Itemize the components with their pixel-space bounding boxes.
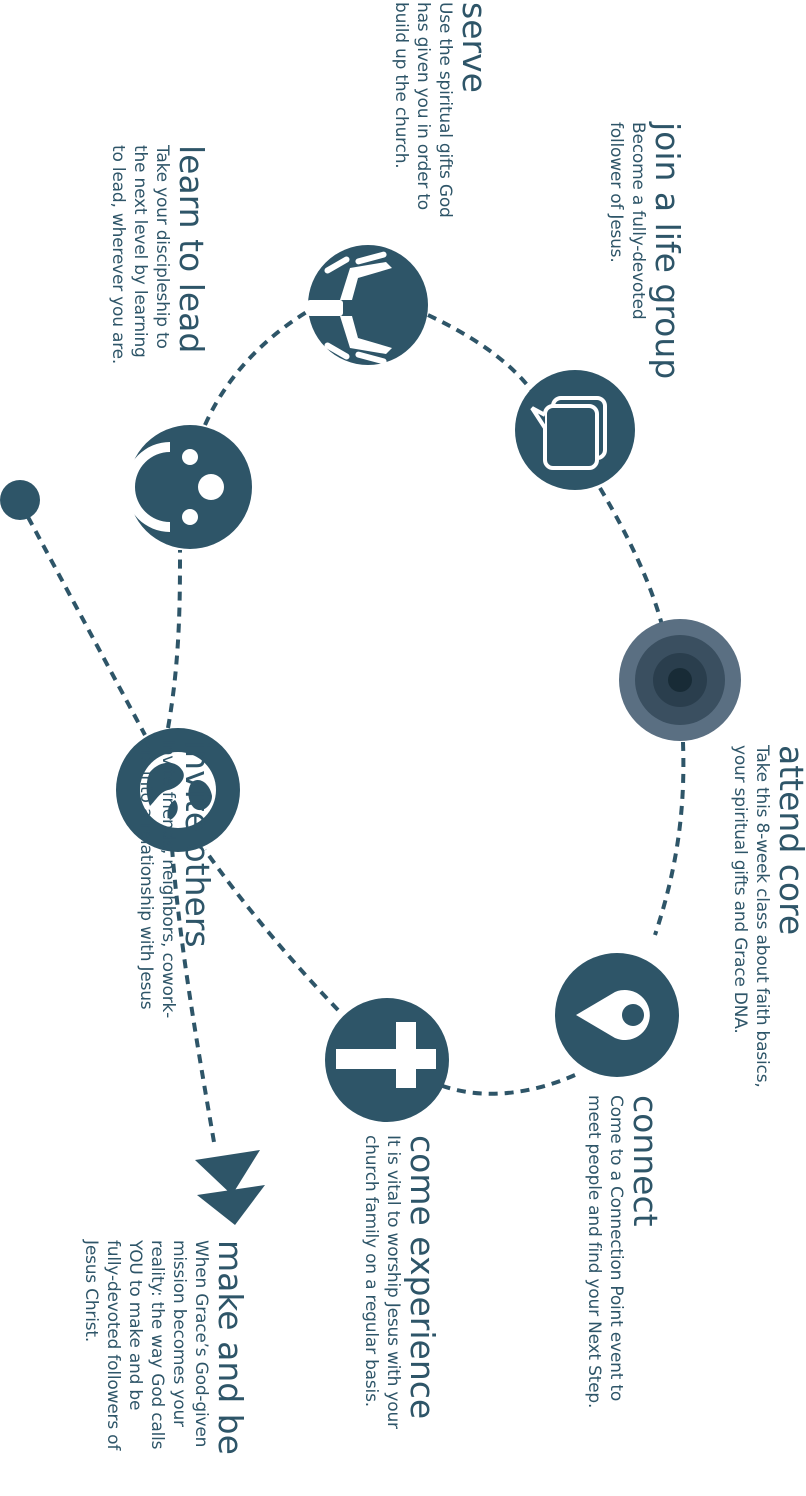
invite-others-title: invite others <box>178 740 217 948</box>
learn-to-lead-desc-line: Take your discipleship to <box>152 145 172 349</box>
make-and-be-desc-line: reality: the way God calls <box>147 1240 167 1450</box>
come-experience-label: come experience It is vital to worship J… <box>360 1135 442 1429</box>
serve-description: Use the spiritual gifts God has given yo… <box>390 2 456 218</box>
join-life-group-label: join a life group Become a fully-devoted… <box>605 122 687 380</box>
location-pin-icon <box>576 990 650 1040</box>
make-and-be-label: make and be When Grace’s God-given missi… <box>80 1240 250 1455</box>
make-and-be-desc-line: Jesus Christ. <box>81 1240 101 1343</box>
invite-others-desc-line: ers into a relationship with Jesus <box>136 740 156 1010</box>
start-dot <box>0 480 40 520</box>
target-icon <box>668 668 692 692</box>
cross-icon <box>336 1022 436 1088</box>
connector-learn-to-lead-to-serve <box>203 308 312 426</box>
group-icon <box>125 442 224 532</box>
learn-to-lead-label: learn to lead Take your discipleship to … <box>107 145 211 364</box>
join-life-group-description: Become a fully-devoted follower of Jesus… <box>605 122 649 379</box>
make-and-be-desc-line: When Grace’s God-given <box>191 1240 211 1448</box>
connector-come-experience-to-invite-others <box>203 848 340 1012</box>
connector-serve-to-join-life-group <box>427 313 537 397</box>
invite-others-label: invite others Invite friends, neighbors,… <box>135 740 217 1018</box>
join-life-group-desc-line: follower of Jesus. <box>606 122 626 263</box>
serve-desc-line: build up the church. <box>391 2 411 169</box>
make-and-be-desc-line: fully-devoted followers of <box>103 1240 123 1451</box>
connector-connect-to-come-experience <box>439 1073 576 1096</box>
attend-core-node <box>619 619 741 741</box>
attend-core-title: attend core <box>772 745 806 936</box>
serve-desc-line: has given you in order to <box>413 2 433 211</box>
come-experience-title: come experience <box>403 1135 442 1420</box>
make-and-be-description: When Grace’s God-given mission becomes y… <box>80 1240 212 1455</box>
come-experience-description: It is vital to worship Jesus with your c… <box>360 1135 404 1429</box>
serve-desc-line: Use the spiritual gifts God <box>435 2 455 218</box>
path-connectors <box>26 308 686 1149</box>
connector-start-to-invite-others <box>26 516 147 736</box>
connect-node <box>555 953 679 1077</box>
connector-invite-others-to-learn-to-lead <box>166 549 182 729</box>
chat-bubbles-icon <box>530 396 607 470</box>
learn-to-lead-desc-line: to lead, wherever you are. <box>108 145 128 365</box>
invite-others-node <box>116 728 240 852</box>
hands-icon <box>307 251 392 365</box>
learn-to-lead-title: learn to lead <box>172 145 211 354</box>
come-experience-desc-line: church family on a regular basis. <box>361 1135 381 1407</box>
join-life-group-desc-line: Become a fully-devoted <box>628 122 648 320</box>
serve-title: serve <box>455 2 494 93</box>
learn-to-lead-node <box>125 425 252 549</box>
make-and-be-title: make and be <box>211 1240 250 1455</box>
connector-attend-core-to-connect <box>653 741 686 936</box>
serve-label: serve Use the spiritual gifts God has gi… <box>390 2 494 218</box>
attend-core-desc-line: your spiritual gifts and Grace DNA. <box>730 745 750 1034</box>
invite-others-desc-line: Invite friends, neighbors, cowork- <box>158 740 178 1019</box>
globe-icon <box>140 752 216 828</box>
connect-description: Come to a Connection Point event to meet… <box>583 1095 627 1408</box>
double-arrow-icon <box>195 1150 265 1225</box>
attend-core-label: attend core Take this 8-week class about… <box>729 745 806 1088</box>
learn-to-lead-desc-line: the next level by learning <box>130 145 150 358</box>
connect-label: connect Come to a Connection Point event… <box>583 1095 665 1408</box>
connector-join-life-group-to-attend-core <box>598 486 664 626</box>
join-life-group-node <box>515 370 635 490</box>
attend-core-description: Take this 8-week class about faith basic… <box>729 745 773 1088</box>
come-experience-desc-line: It is vital to worship Jesus with your <box>383 1135 403 1429</box>
connect-desc-line: meet people and find your Next Step. <box>584 1095 604 1409</box>
connect-desc-line: Come to a Connection Point event to <box>606 1095 626 1402</box>
attend-core-desc-line: Take this 8-week class about faith basic… <box>752 745 772 1088</box>
invite-others-description: Invite friends, neighbors, cowork- ers i… <box>135 740 179 1018</box>
join-life-group-title: join a life group <box>648 122 687 380</box>
connect-title: connect <box>626 1095 665 1227</box>
connector-invite-others-to-make-and-be <box>170 847 217 1149</box>
make-and-be-desc-line: YOU to make and be <box>125 1240 145 1411</box>
serve-node <box>307 245 428 365</box>
come-experience-node <box>325 998 449 1122</box>
make-and-be-desc-line: mission becomes your <box>169 1240 189 1427</box>
learn-to-lead-description: Take your discipleship to the next level… <box>107 145 173 364</box>
